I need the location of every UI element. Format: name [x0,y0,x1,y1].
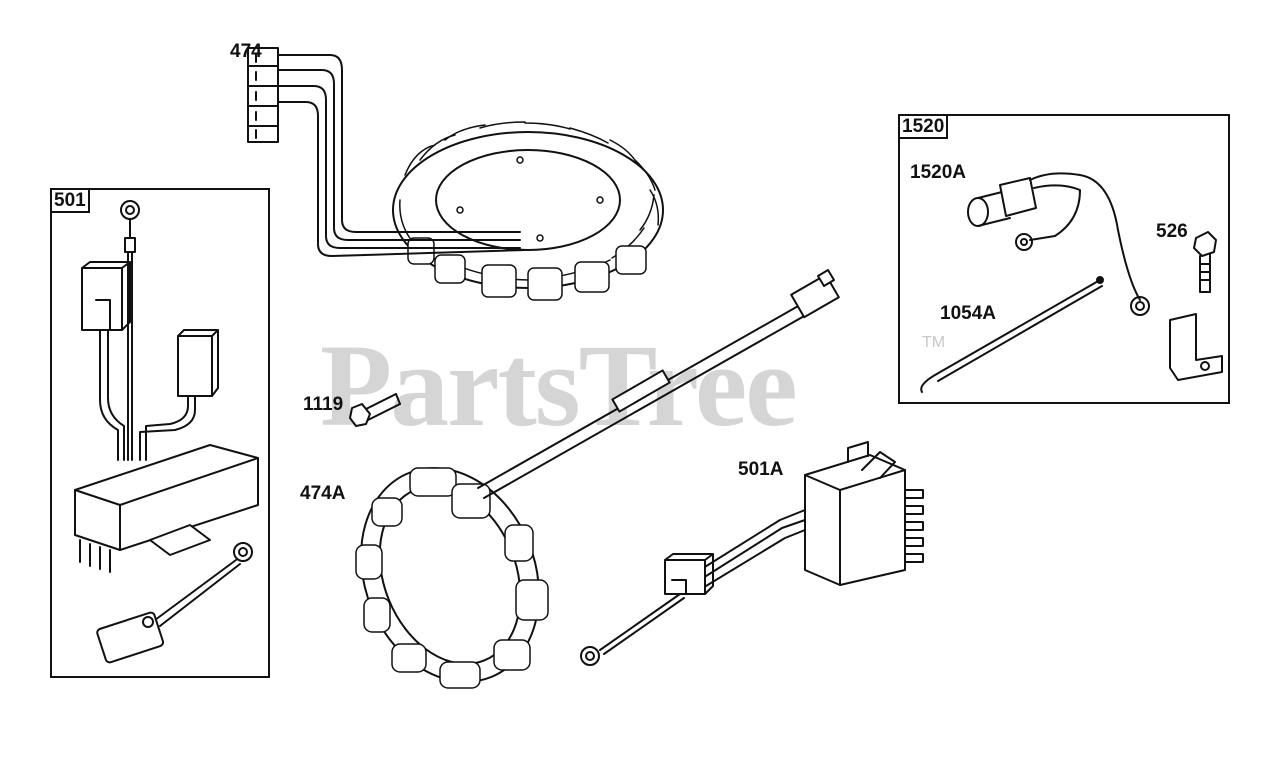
stator-474a-drawing[interactable] [330,269,840,709]
callout-1520a[interactable]: 1520A [910,162,966,183]
watermark: PartsTree [320,320,798,451]
screw-1119-drawing[interactable] [349,393,401,427]
callout-1054a[interactable]: 1054A [940,303,996,324]
callout-526[interactable]: 526 [1156,221,1188,242]
regulator-kit-label[interactable]: 501 [50,188,90,213]
callout-474a[interactable]: 474A [300,483,346,504]
switch-1520a-drawing[interactable] [967,172,1150,316]
callout-501a[interactable]: 501A [738,459,784,480]
switch-kit-label[interactable]: 1520 [898,114,949,139]
switch-kit-frame [898,114,1230,404]
regulator-kit-frame [50,188,270,678]
bracket-drawing[interactable] [1169,313,1223,381]
regulator-501-drawing[interactable] [74,200,259,664]
watermark-trademark: TM [922,334,946,351]
screw-526-drawing[interactable] [1193,231,1217,293]
stator-474-drawing[interactable] [247,47,664,301]
callout-1119[interactable]: 1119 [303,394,344,415]
callout-474[interactable]: 474 [230,41,262,62]
tie-1054a-drawing[interactable] [920,276,1104,393]
regulator-501a-drawing[interactable] [580,441,924,666]
